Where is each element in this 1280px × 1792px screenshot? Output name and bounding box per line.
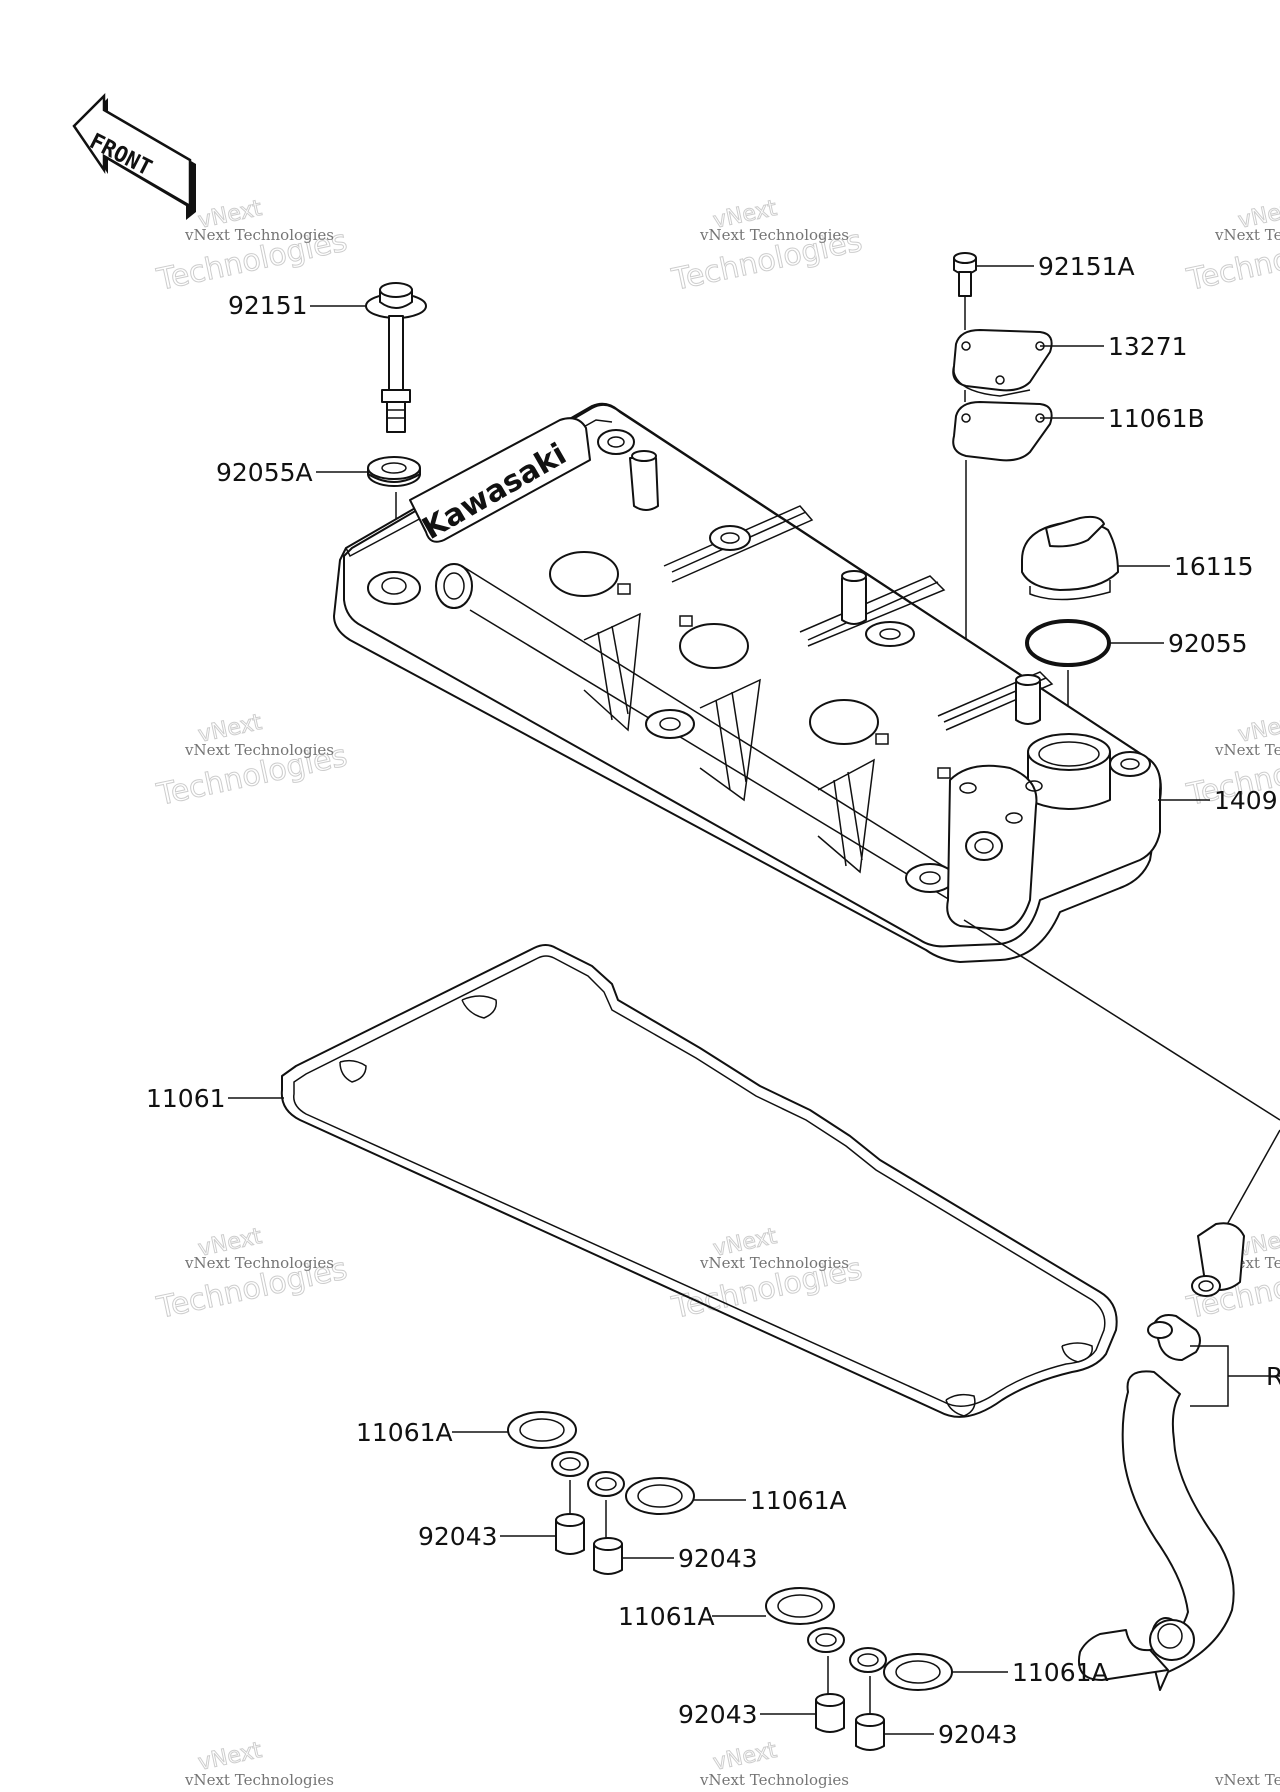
watermark: vNext Technologies [1214, 1771, 1280, 1789]
callout-92151: 92151 [228, 291, 308, 320]
callout-13271: 13271 [1108, 332, 1188, 361]
oil-cap-16115 [1021, 515, 1119, 601]
svg-text:vNext Technologies: vNext Technologies [699, 1254, 849, 1272]
seal-11061a-2 [587, 1471, 695, 1515]
callout-92151a: 92151A [1038, 252, 1135, 281]
svg-text:vNext Technologies: vNext Technologies [1214, 1771, 1280, 1789]
bolt-92151 [365, 282, 427, 433]
watermark: vNext vNext Technologies [699, 1737, 849, 1789]
callout-11061b: 11061B [1108, 404, 1205, 433]
svg-text:vNext Technologies: vNext Technologies [1214, 226, 1280, 244]
callout-11061a-1: 11061A [356, 1418, 453, 1447]
callout-92055a: 92055A [216, 458, 313, 487]
svg-text:vNext Technologies: vNext Technologies [184, 741, 334, 759]
svg-text:vNext Technologies: vNext Technologies [184, 226, 334, 244]
watermark: vNext Technologies vNext Technologies [668, 1223, 866, 1326]
dowel-92043-1 [555, 1513, 585, 1555]
callout-16115: 16115 [1174, 552, 1254, 581]
plate-13271 [952, 329, 1053, 397]
callout-labels: 92151 92055A 92151A 13271 11061B 16115 9… [146, 252, 1280, 1749]
seal-11061a-1 [507, 1411, 589, 1477]
o-ring-92055 [1025, 619, 1111, 667]
callout-1409: 1409 [1214, 786, 1278, 815]
watermark: vNext Technologies vNext Technologies [153, 195, 351, 298]
watermark: vNext Technologies vNext Technologies [1183, 195, 1280, 298]
gasket-11061 [280, 944, 1118, 1418]
breather-hose [1078, 1222, 1280, 1691]
seal-11061a-4 [849, 1647, 953, 1691]
leader-lines [228, 265, 1210, 1735]
bolt-92151a [953, 252, 977, 297]
svg-text:vNext Technologies: vNext Technologies [184, 1771, 334, 1789]
callout-92043-2: 92043 [678, 1544, 758, 1573]
callout-11061: 11061 [146, 1084, 226, 1113]
callout-92043-3: 92043 [678, 1700, 758, 1729]
callout-r: R [1266, 1362, 1280, 1391]
callout-11061a-4: 11061A [1012, 1658, 1109, 1687]
dowel-92043-2 [593, 1537, 623, 1575]
seal-11061a-3 [765, 1587, 845, 1653]
gasket-11061b [952, 401, 1053, 462]
watermark: vNext vNext Technologies [184, 1737, 334, 1789]
watermark: vNext Technologies vNext Technologies [668, 195, 866, 298]
dowel-92043-3 [815, 1693, 845, 1733]
svg-text:vNext Technologies: vNext Technologies [699, 1771, 849, 1789]
watermark: vNext Technologies vNext Technologies [153, 709, 351, 813]
callout-11061a-3: 11061A [618, 1602, 715, 1631]
svg-text:vNext Technologies: vNext Technologies [184, 1254, 334, 1272]
front-arrow-icon: FRONT [72, 92, 196, 220]
watermark: vNext Technologies vNext Technologies [1183, 709, 1280, 813]
callout-92043-1: 92043 [418, 1522, 498, 1551]
cylinder-head-cover-1409: Kawasaki [333, 402, 1162, 963]
svg-text:vNext Technologies: vNext Technologies [1214, 741, 1280, 759]
dowel-92043-4 [855, 1713, 885, 1751]
svg-text:vNext Technologies: vNext Technologies [699, 226, 849, 244]
callout-11061a-2: 11061A [750, 1486, 847, 1515]
callout-92043-4: 92043 [938, 1720, 1018, 1749]
washer-92055a [367, 456, 421, 487]
callout-92055: 92055 [1168, 629, 1248, 658]
watermark: vNext Technologies vNext Technologies [153, 1223, 351, 1326]
